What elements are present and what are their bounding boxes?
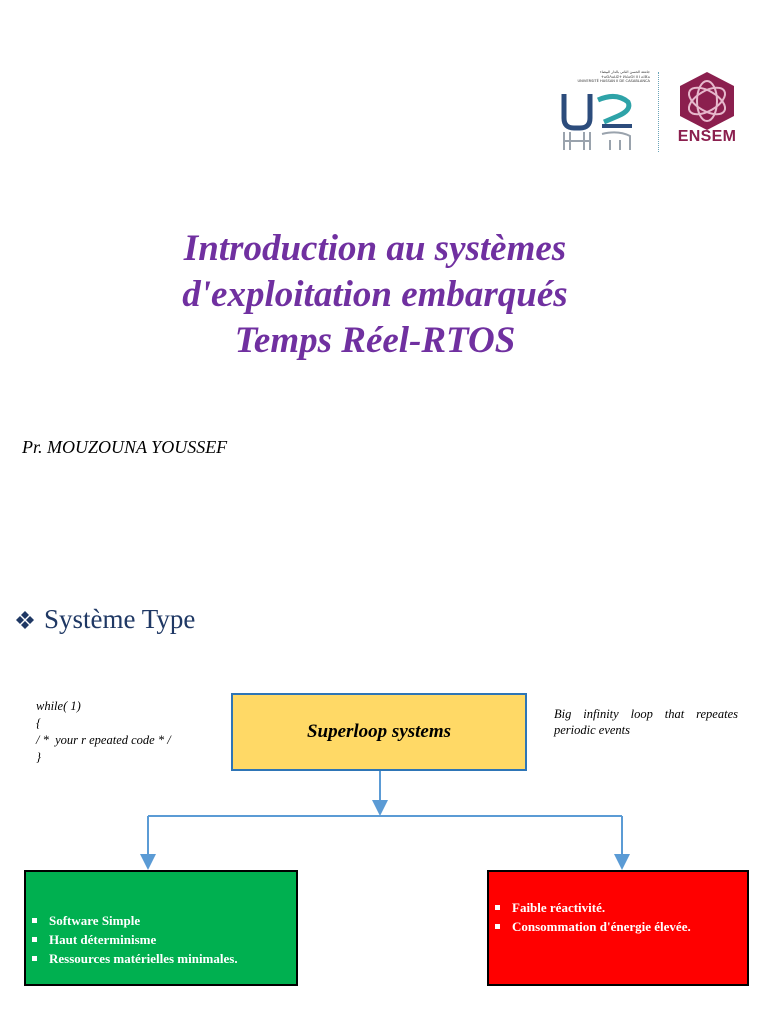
code-line: { <box>36 716 41 730</box>
disadvantages-box: Faible réactivité. Consommation d'énergi… <box>487 870 749 986</box>
list-item: Software Simple <box>32 911 238 930</box>
author-name: Pr. MOUZOUNA YOUSSEF <box>22 437 228 457</box>
code-line: } <box>36 750 41 764</box>
code-line: / * your r epeated code * / <box>36 733 171 747</box>
section-heading-text: Système Type <box>44 604 196 634</box>
ensem-logo <box>680 72 734 130</box>
superloop-box: Superloop systems <box>231 693 527 771</box>
title-line: Introduction au systèmes <box>183 228 567 269</box>
title-line: Temps Réel-RTOS <box>234 320 516 361</box>
logo-area: جامعة الحسن الثاني بالدار البيضاء ⵜⴰⵙⴷⴰⵡ… <box>558 66 748 156</box>
superloop-note: Big infinity loop that repeates periodic… <box>554 707 738 737</box>
advantages-list: Software Simple Haut déterminisme Ressou… <box>26 911 238 968</box>
code-line: while( 1) <box>36 699 81 713</box>
list-item: Consommation d'énergie élevée. <box>495 917 691 936</box>
school-name: ENSEM <box>677 128 737 145</box>
logo-divider <box>658 72 659 152</box>
section-heading: Système Type <box>14 604 195 635</box>
advantages-box: Software Simple Haut déterminisme Ressou… <box>24 870 298 986</box>
list-item: Faible réactivité. <box>495 898 691 917</box>
disadvantages-list: Faible réactivité. Consommation d'énergi… <box>489 898 691 936</box>
university-caption-line: UNIVERSITÉ HASSAN II DE CASABLANCA <box>577 79 650 84</box>
diamond-bullet-icon <box>16 610 34 629</box>
university-logo <box>561 94 632 150</box>
code-snippet: while( 1) { / * your r epeated code * / … <box>36 698 171 766</box>
university-caption-line: ⵜⴰⵙⴷⴰⵡⵉⵜ ⵍⵃⴰⵙⵏ II ⵏ ⴰⵏⴼⴰ <box>601 74 650 79</box>
university-caption: جامعة الحسن الثاني بالدار البيضاء ⵜⴰⵙⴷⴰⵡ… <box>558 70 650 84</box>
title-line: d'exploitation embarqués <box>182 274 568 315</box>
presentation-title: Introduction au systèmes d'exploitation … <box>60 226 690 364</box>
superloop-label: Superloop systems <box>306 721 452 742</box>
university-caption-line: جامعة الحسن الثاني بالدار البيضاء <box>599 70 650 74</box>
list-item: Ressources matérielles minimales. <box>32 949 238 968</box>
list-item: Haut déterminisme <box>32 930 238 949</box>
